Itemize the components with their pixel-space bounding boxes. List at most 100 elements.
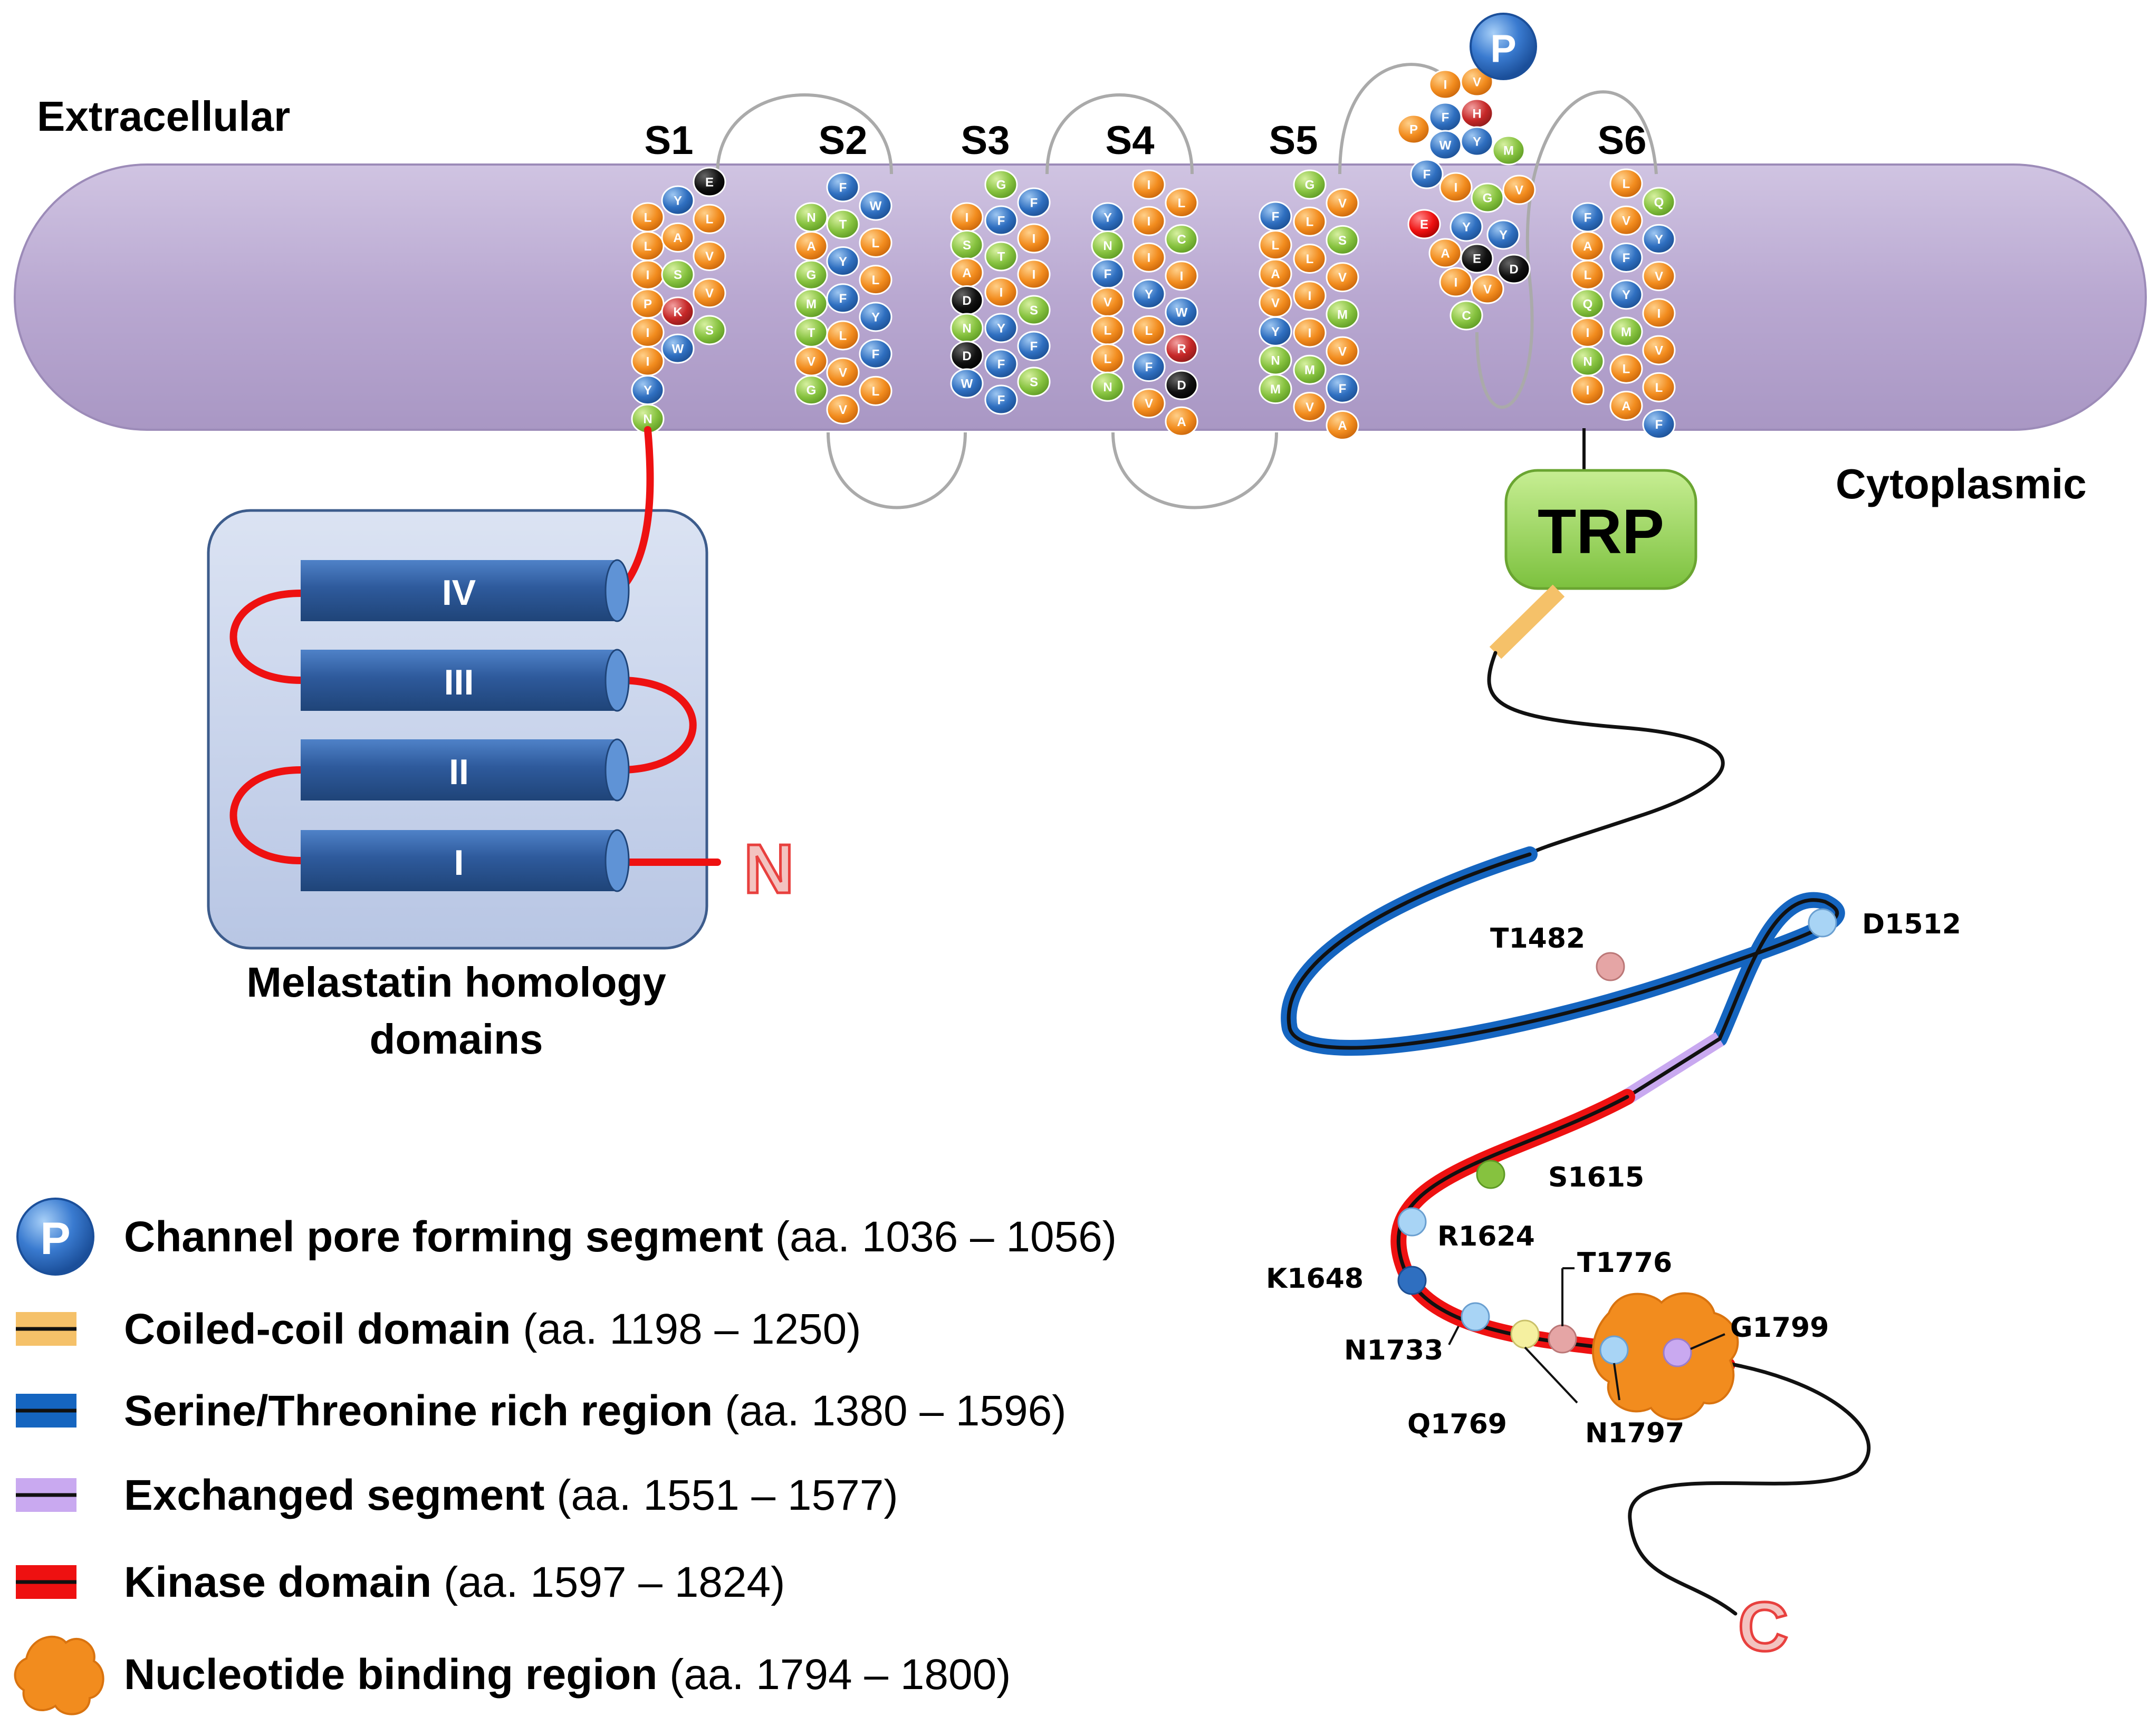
residue: N <box>794 202 828 233</box>
residue-letter: V <box>839 366 847 380</box>
residue-letter: G <box>1305 178 1315 192</box>
residue: A <box>1259 258 1292 289</box>
residue: N <box>1091 230 1125 261</box>
residue-letter: Y <box>1103 211 1112 225</box>
loop-s1-s2 <box>716 93 893 175</box>
trp-label: TRP <box>1538 496 1664 567</box>
residue-letter: M <box>806 297 817 311</box>
residue: F <box>826 283 860 314</box>
residue-letter: N <box>962 322 971 336</box>
residue-letter: L <box>644 239 652 254</box>
residue-letter: I <box>1147 215 1151 229</box>
residue: Y <box>1259 316 1292 346</box>
label-r1624: R1624 <box>1437 1221 1535 1252</box>
residue: I <box>1293 281 1327 311</box>
residue-letter: V <box>1622 214 1630 228</box>
residue: L <box>1642 372 1676 402</box>
legend-range: (aa. 1794 – 1800) <box>669 1651 1011 1699</box>
residue: V <box>693 278 726 308</box>
legend-text: Serine/Threonine rich region (aa. 1380 –… <box>124 1387 1067 1435</box>
residue-letter: L <box>1104 352 1112 366</box>
residue: V <box>794 346 828 377</box>
pore-residue: V <box>1471 274 1504 304</box>
residue-letter: N <box>643 412 652 427</box>
residue-letter: I <box>1147 178 1151 192</box>
residue: W <box>859 190 892 221</box>
cytoplasmic-label: Cytoplasmic <box>1836 460 2087 507</box>
segment-label: S6 <box>1598 118 1647 163</box>
residue-letter: V <box>1655 269 1663 284</box>
residue: F <box>1259 201 1292 232</box>
residue: V <box>1326 188 1359 218</box>
residue-letter: E <box>705 176 714 190</box>
residue-letter: F <box>839 181 847 195</box>
residue: N <box>950 313 984 343</box>
mhd-domain-label: II <box>449 752 469 792</box>
residue-letter: A <box>1583 239 1592 254</box>
residue-letter: L <box>1145 324 1153 338</box>
pore-residue-letter: I <box>1454 276 1458 290</box>
residue-letter: L <box>839 329 847 343</box>
pore-residue-letter: F <box>1442 111 1450 125</box>
residue-letter: T <box>839 218 847 232</box>
residue-letter: T <box>997 250 1005 264</box>
mhd-cylinder: III <box>301 649 630 712</box>
residue: N <box>1259 345 1292 375</box>
pore-residue: Y <box>1450 211 1483 242</box>
residue-letter: L <box>1306 215 1314 229</box>
pore-residue: Y <box>1460 126 1494 157</box>
residue-letter: L <box>1584 268 1592 283</box>
residue-letter: F <box>1104 267 1112 282</box>
legend-range: (aa. 1597 – 1824) <box>444 1558 785 1606</box>
residue: T <box>794 317 828 348</box>
residue-letter: Y <box>839 255 847 269</box>
residue-letter: S <box>1338 234 1347 248</box>
residue: T <box>826 209 860 239</box>
label-t1482: T1482 <box>1490 923 1585 954</box>
residue: L <box>1609 168 1643 199</box>
residue-letter: L <box>872 273 880 287</box>
mhd-domain-label: III <box>444 662 474 702</box>
residue-letter: Y <box>1271 325 1280 339</box>
n-terminus-label: N <box>744 830 794 908</box>
residue: V <box>1642 261 1676 292</box>
residue: F <box>1017 187 1051 218</box>
residue: A <box>950 257 984 288</box>
residue: N <box>1091 371 1125 402</box>
residue-letter: I <box>1308 289 1312 303</box>
mhd-linker <box>229 426 721 866</box>
residue-letter: F <box>839 292 847 306</box>
residue: A <box>661 222 695 253</box>
membrane <box>14 163 2147 431</box>
residue-letter: A <box>1621 399 1630 413</box>
serine-threonine-core <box>1287 852 1839 1050</box>
site-s1615 <box>1476 1160 1505 1189</box>
pore-residue-letter: A <box>1441 247 1450 261</box>
residue-letter: I <box>1032 268 1036 282</box>
pore-residue-letter: V <box>1483 283 1492 297</box>
mhd-title-line2: domains <box>370 1016 543 1063</box>
residue-letter: I <box>646 326 650 340</box>
residue: S <box>950 230 984 260</box>
residue-letter: N <box>1103 380 1112 394</box>
segment-label: S1 <box>645 118 694 163</box>
legend-range: (aa. 1198 – 1250) <box>523 1305 861 1353</box>
legend-name: Exchanged segment <box>124 1471 556 1519</box>
residue-letter: F <box>1339 382 1347 396</box>
mhd-domain-label: IV <box>442 573 476 613</box>
residue-letter: Y <box>674 194 682 208</box>
residue: I <box>1132 242 1166 273</box>
site-g1799 <box>1663 1338 1692 1367</box>
residue: W <box>1165 297 1198 327</box>
residue-letter: N <box>807 211 815 225</box>
residue-letter: C <box>1177 233 1186 247</box>
residue-letter: I <box>646 355 650 369</box>
residue: L <box>1165 188 1198 218</box>
pore-badge-letter: P <box>1490 27 1516 71</box>
residue: I <box>1642 298 1676 329</box>
residue: L <box>631 202 665 233</box>
coiled-coil-segment <box>1489 584 1565 659</box>
pore-residue: Y <box>1486 219 1520 250</box>
residue: F <box>984 349 1018 379</box>
